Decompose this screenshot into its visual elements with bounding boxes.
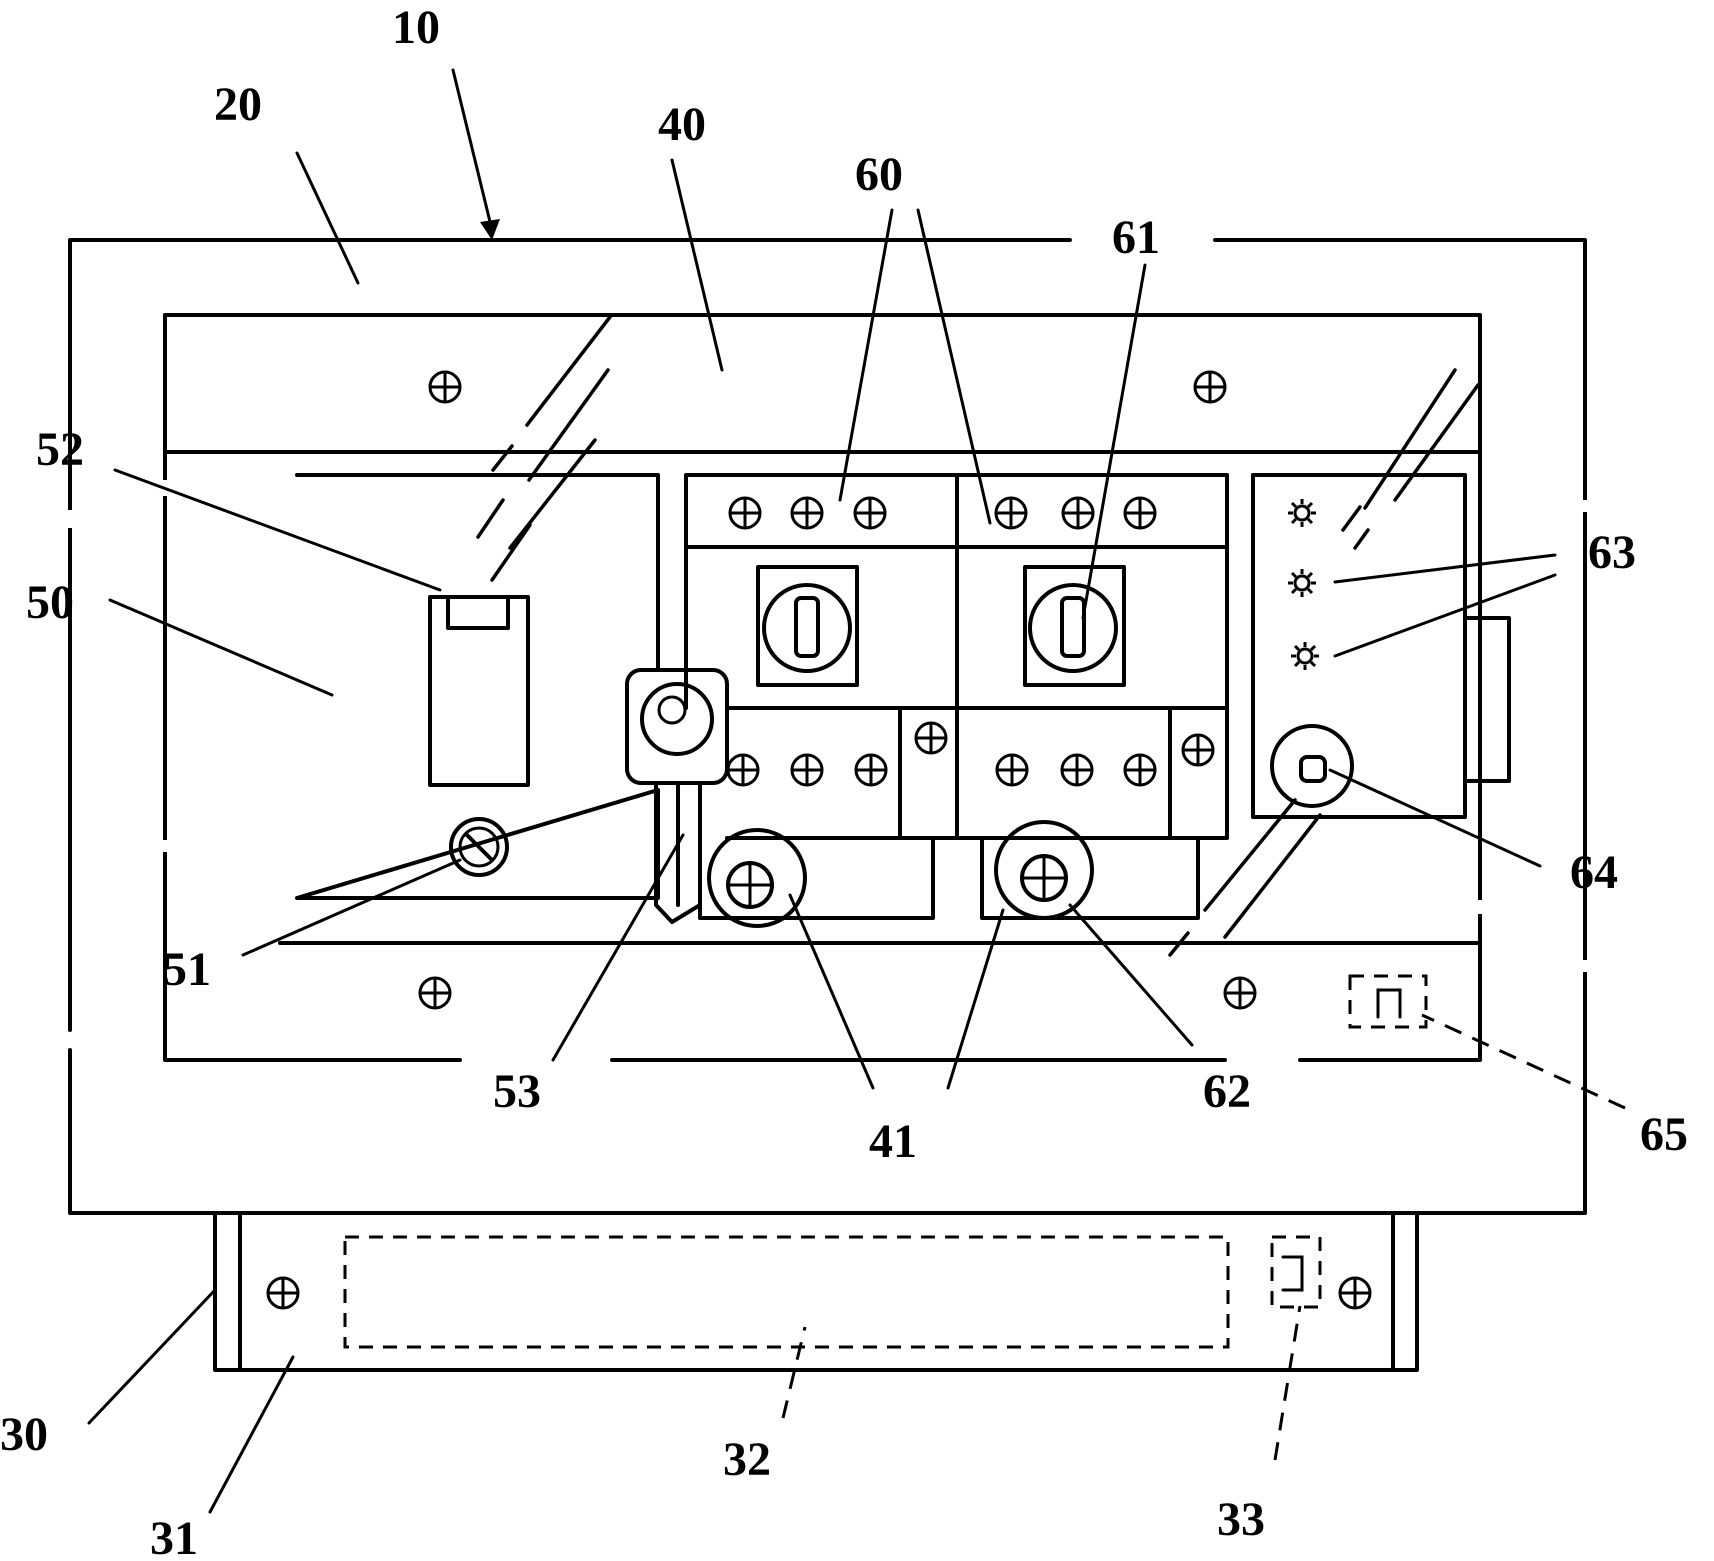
- breaker-screws: [726, 496, 1215, 787]
- terminal-screw-62: [994, 820, 1094, 920]
- label-63: 63: [1588, 526, 1636, 579]
- label-64: 64: [1570, 846, 1618, 899]
- label-41: 41: [869, 1115, 917, 1168]
- label-40: 40: [658, 98, 706, 151]
- breaker-modules: [684, 473, 1229, 920]
- label-60: 60: [855, 148, 903, 201]
- label-62: 62: [1203, 1065, 1251, 1118]
- label-20: 20: [214, 78, 262, 131]
- seal-screw-51: [449, 817, 509, 877]
- dashed-box-33: [1270, 1235, 1322, 1309]
- leader-lines: [87, 68, 1626, 1514]
- label-32: 32: [723, 1433, 771, 1486]
- label-51: 51: [163, 943, 211, 996]
- label-61: 61: [1112, 211, 1160, 264]
- label-53: 53: [493, 1065, 541, 1118]
- dashed-slot-32: [343, 1235, 1230, 1349]
- terminal-screw-41: [707, 828, 807, 928]
- label-65: 65: [1640, 1108, 1688, 1161]
- inner-panel: [163, 313, 1482, 1062]
- label-31: 31: [150, 1512, 198, 1561]
- panel-screws: [418, 370, 1257, 1010]
- glass-hatch: [476, 315, 1480, 957]
- outer-housing: [68, 238, 1587, 1215]
- label-52: 52: [36, 423, 84, 476]
- label-10: 10: [392, 1, 440, 54]
- indicator-module: [1251, 473, 1511, 819]
- label-30: 30: [0, 1408, 48, 1461]
- label-33: 33: [1217, 1493, 1265, 1546]
- dashed-box-65: [1348, 974, 1428, 1029]
- label-50: 50: [26, 576, 74, 629]
